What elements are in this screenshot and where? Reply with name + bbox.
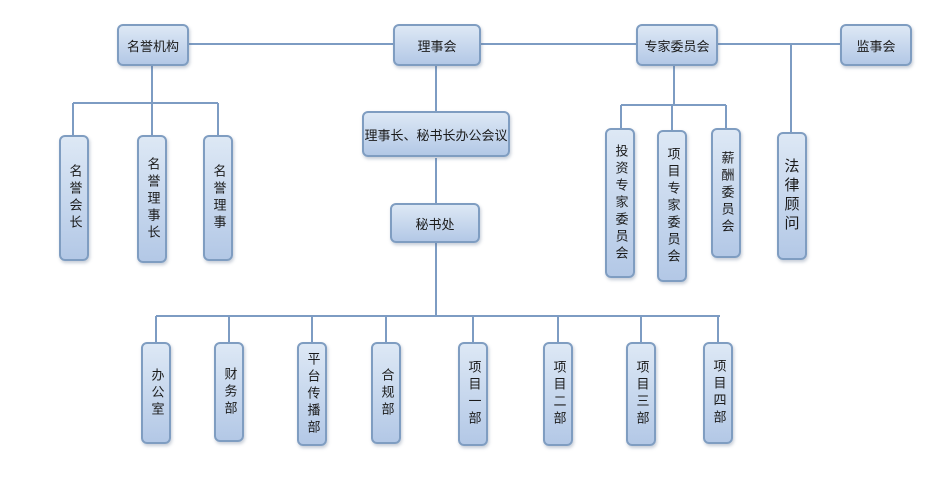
honorary-director-box: 名誉理事 (203, 135, 233, 261)
honorary-chairman-box: 名誉理事长 (137, 135, 167, 263)
honorary-organization-box: 名誉机构 (117, 24, 189, 66)
chair-office-meeting-box: 理事长、秘书长办公会议 (362, 111, 510, 157)
expert-committee-box: 专家委员会 (636, 24, 718, 66)
investment-expert-committee-box: 投资专家委员会 (605, 128, 635, 278)
honorary-president-box: 名誉会长 (59, 135, 89, 261)
department-finance-box: 财务部 (214, 342, 244, 442)
project-expert-committee-box: 项目专家委员会 (657, 130, 687, 282)
secretariat-box: 秘书处 (390, 203, 480, 243)
department-compliance-box: 合规部 (371, 342, 401, 444)
department-project-two-box: 项目二部 (543, 342, 573, 446)
department-office-box: 办公室 (141, 342, 171, 444)
supervisory-board-box: 监事会 (840, 24, 912, 66)
board-box: 理事会 (393, 24, 481, 66)
department-project-three-box: 项目三部 (626, 342, 656, 446)
department-project-one-box: 项目一部 (458, 342, 488, 446)
department-platform-communication-box: 平台传播部 (297, 342, 327, 446)
department-project-four-box: 项目四部 (703, 342, 733, 444)
legal-advisor-box: 法律顾问 (777, 132, 807, 260)
compensation-committee-box: 薪酬委员会 (711, 128, 741, 258)
